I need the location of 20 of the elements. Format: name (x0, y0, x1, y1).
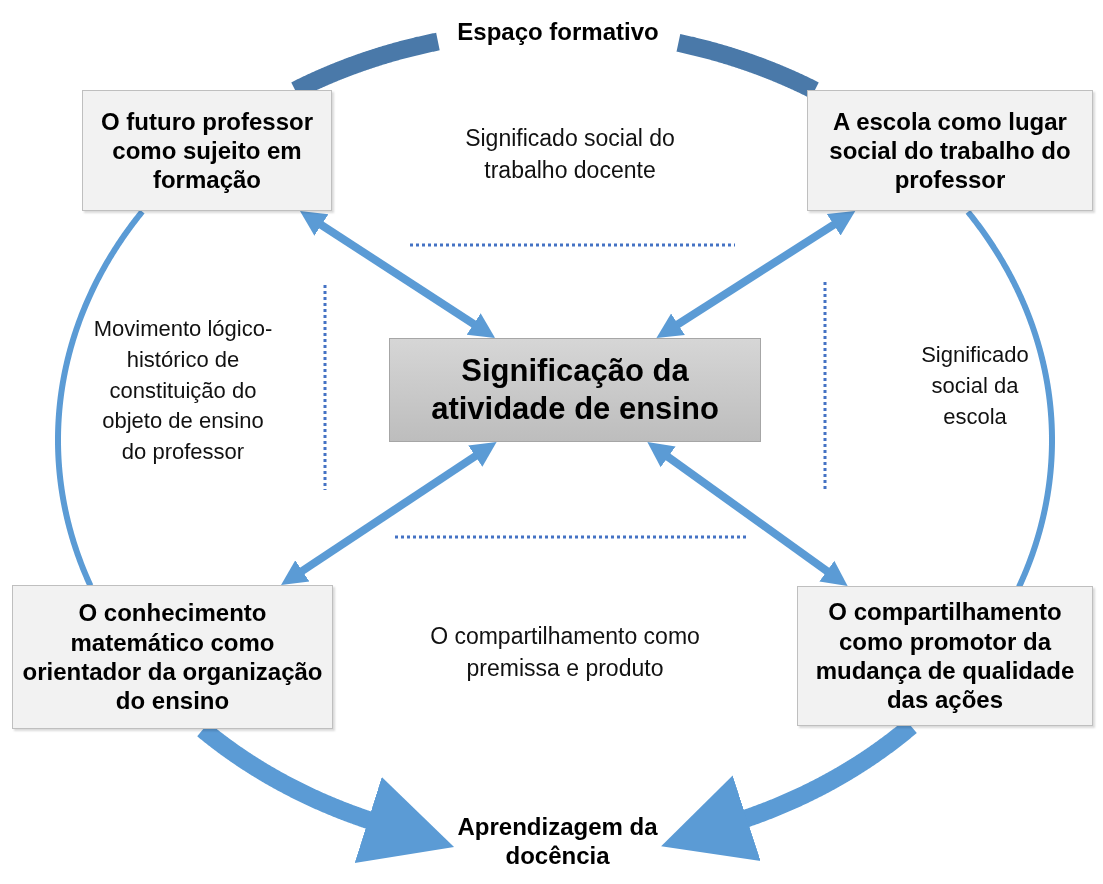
annotation-text: Significado social do trabalho docente (464, 124, 676, 186)
concept-box (82, 90, 332, 211)
box-text: O futuro professor como sujeito em formação (100, 106, 314, 195)
double-arrow (647, 442, 848, 586)
double-arrow (656, 211, 856, 338)
node-title: Espaço formativo (457, 17, 659, 47)
box-text: A escola como lugar social do trabalho do professor (828, 106, 1072, 195)
double-arrow (281, 442, 497, 585)
box-text: O compartilhamento como promotor da mudança de qualidade das ações (814, 597, 1076, 715)
concept-box (807, 90, 1093, 211)
annotation-text: O compartilhamento como premissa e produto (429, 622, 701, 684)
annotation-text: Movimento lógico-histórico de constituição do objeto de ensino do professor (92, 315, 274, 467)
node-title: Aprendizagem da docência (456, 811, 659, 871)
box-text: O conhecimento matemático como orientador da organização do ensino (21, 598, 324, 716)
annotation-text: Significado social da escola (920, 341, 1030, 431)
double-arrow (299, 211, 496, 338)
concept-box (797, 586, 1093, 726)
concept-box (12, 585, 333, 729)
box-text: Significação da atividade de ensino (430, 352, 720, 428)
central-concept-box (389, 338, 761, 442)
